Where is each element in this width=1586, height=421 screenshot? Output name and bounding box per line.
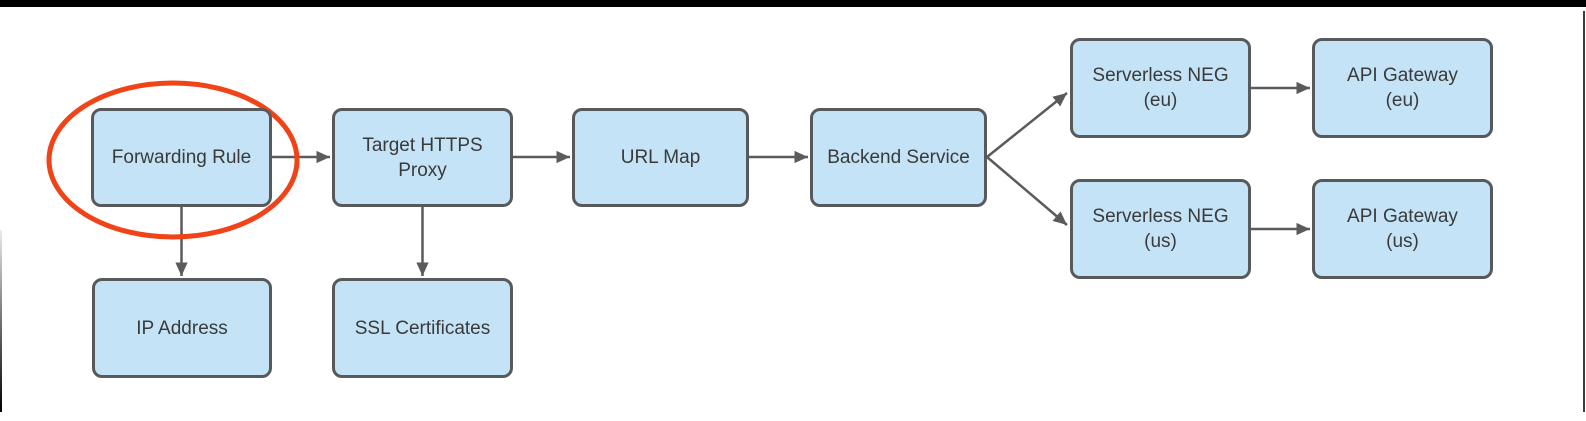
page-edge-right xyxy=(1583,11,1585,412)
node-api-gateway-us: API Gateway (us) xyxy=(1312,179,1493,279)
connector-backend-service-to-serverless-neg-eu xyxy=(986,92,1068,158)
node-serverless-neg-us: Serverless NEG (us) xyxy=(1070,179,1251,279)
node-ssl-certificates: SSL Certificates xyxy=(332,278,513,378)
connector-backend-service-to-serverless-neg-us xyxy=(986,156,1068,226)
node-ip-address: IP Address xyxy=(92,278,272,378)
node-forwarding-rule: Forwarding Rule xyxy=(91,108,272,207)
page-edge-left xyxy=(0,230,2,412)
node-target-https-proxy: Target HTTPS Proxy xyxy=(332,108,513,207)
node-serverless-neg-eu: Serverless NEG (eu) xyxy=(1070,38,1251,138)
node-backend-service: Backend Service xyxy=(810,108,987,207)
node-api-gateway-eu: API Gateway (eu) xyxy=(1312,38,1493,138)
node-url-map: URL Map xyxy=(572,108,749,207)
page-edge-bottom xyxy=(0,0,1586,7)
